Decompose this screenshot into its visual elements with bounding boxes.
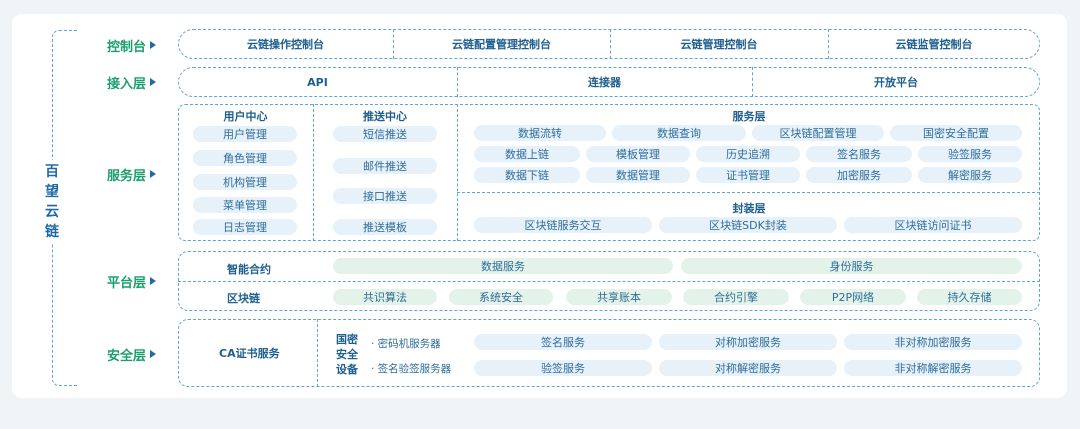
console-item[interactable]: 云链监管控制台: [895, 38, 973, 51]
layer-service-label: 服务层: [107, 168, 147, 184]
crypto-device-line: 设备: [336, 363, 358, 376]
service-layer-item[interactable]: 加密服务: [806, 167, 912, 183]
service-layer-title: 服务层: [732, 110, 766, 123]
triangle-right-icon: [150, 350, 157, 358]
blockchain-label: 区块链: [227, 292, 260, 305]
layer-security-label: 安全层: [107, 348, 147, 364]
crypto-device-line: 国密: [336, 333, 358, 346]
layer-access-label: 接入层: [107, 76, 147, 92]
layer-security: 安全层: [107, 345, 169, 364]
security-item[interactable]: 对称解密服务: [659, 360, 837, 376]
brand-title: 百 望 云 链: [42, 160, 62, 244]
layer-service: 服务层: [107, 165, 169, 184]
push-center-item[interactable]: 邮件推送: [333, 158, 437, 174]
layer-platform: 平台层: [107, 272, 169, 291]
service-layer-item[interactable]: 证书管理: [696, 167, 800, 183]
access-item[interactable]: API: [307, 75, 328, 89]
service-layer-item[interactable]: 签名服务: [806, 146, 912, 162]
service-layer-item[interactable]: 国密安全配置: [890, 125, 1022, 141]
divider: [457, 104, 458, 241]
blockchain-item[interactable]: P2P网络: [800, 289, 906, 305]
divider: [178, 281, 1040, 282]
brand-char: 百: [45, 164, 59, 180]
layer-console-label: 控制台: [107, 39, 147, 55]
service-layer-item[interactable]: 模板管理: [586, 146, 690, 162]
divider: [828, 29, 829, 59]
service-layer-item[interactable]: 数据查询: [612, 125, 746, 141]
push-center-title: 推送中心: [363, 110, 407, 123]
layer-access: 接入层: [107, 73, 169, 92]
smart-contract-item[interactable]: 数据服务: [333, 258, 673, 274]
user-center-item[interactable]: 角色管理: [193, 150, 297, 166]
encap-layer-item[interactable]: 区块链访问证书: [844, 217, 1022, 233]
user-center-item[interactable]: 用户管理: [193, 126, 297, 142]
divider: [752, 67, 753, 97]
brand-char: 链: [45, 224, 59, 240]
push-center-item[interactable]: 短信推送: [333, 126, 437, 142]
smart-contract-label: 智能合约: [227, 263, 271, 276]
divider: [313, 104, 314, 241]
service-layer-item[interactable]: 验签服务: [918, 146, 1022, 162]
security-block: [178, 319, 1040, 387]
layer-console: 控制台: [107, 36, 169, 55]
blockchain-item[interactable]: 系统安全: [449, 289, 553, 305]
divider: [610, 29, 611, 59]
user-center-title: 用户中心: [223, 110, 268, 123]
user-center-item[interactable]: 机构管理: [193, 174, 297, 190]
service-layer-item[interactable]: 数据管理: [586, 167, 690, 183]
blockchain-item[interactable]: 共享账本: [566, 289, 672, 305]
divider: [457, 192, 1040, 193]
access-item[interactable]: 连接器: [588, 76, 621, 89]
encap-layer-item[interactable]: 区块链SDK封装: [659, 217, 837, 233]
service-layer-item[interactable]: 数据下链: [474, 167, 580, 183]
blockchain-item[interactable]: 持久存储: [917, 289, 1022, 305]
blockchain-item[interactable]: 合约引擎: [683, 289, 789, 305]
encap-layer-title: 封装层: [732, 202, 766, 215]
triangle-right-icon: [150, 277, 157, 285]
push-center-item[interactable]: 接口推送: [333, 188, 437, 204]
security-item[interactable]: 验签服务: [474, 360, 652, 376]
user-center-item[interactable]: 日志管理: [193, 219, 297, 235]
service-layer-item[interactable]: 历史追溯: [696, 146, 800, 162]
service-layer-item[interactable]: 区块链配置管理: [752, 125, 884, 141]
divider: [317, 319, 318, 387]
triangle-right-icon: [150, 170, 157, 178]
crypto-server: · 密码机服务器: [371, 338, 441, 350]
divider: [457, 67, 458, 97]
user-center-item[interactable]: 菜单管理: [193, 197, 297, 213]
console-item[interactable]: 云链管理控制台: [680, 38, 758, 51]
console-item[interactable]: 云链配置管理控制台: [452, 38, 551, 51]
encap-layer-item[interactable]: 区块链服务交互: [474, 217, 652, 233]
crypto-device-line: 安全: [336, 348, 358, 361]
brand-char: 望: [45, 184, 59, 200]
blockchain-item[interactable]: 共识算法: [333, 289, 437, 305]
access-item[interactable]: 开放平台: [874, 76, 918, 89]
service-block: [178, 104, 1040, 241]
sign-verify-server: · 签名验签服务器: [371, 363, 452, 375]
layer-platform-label: 平台层: [107, 275, 147, 291]
crypto-device-label: 国密 安全 设备: [334, 332, 360, 377]
console-row: [178, 29, 1040, 59]
smart-contract-item[interactable]: 身份服务: [681, 258, 1022, 274]
triangle-right-icon: [150, 78, 157, 86]
service-layer-item[interactable]: 解密服务: [918, 167, 1022, 183]
service-layer-item[interactable]: 数据上链: [474, 146, 580, 162]
divider: [393, 29, 394, 59]
security-item[interactable]: 非对称加密服务: [844, 334, 1022, 350]
access-row: [178, 67, 1040, 97]
ca-service-label: CA证书服务: [219, 347, 280, 360]
security-item[interactable]: 非对称解密服务: [844, 360, 1022, 376]
console-item[interactable]: 云链操作控制台: [247, 38, 324, 51]
security-item[interactable]: 签名服务: [474, 334, 652, 350]
service-layer-item[interactable]: 数据流转: [474, 125, 606, 141]
security-item[interactable]: 对称加密服务: [659, 334, 837, 350]
triangle-right-icon: [150, 41, 157, 49]
brand-char: 云: [45, 204, 59, 220]
push-center-item[interactable]: 推送模板: [333, 219, 437, 235]
